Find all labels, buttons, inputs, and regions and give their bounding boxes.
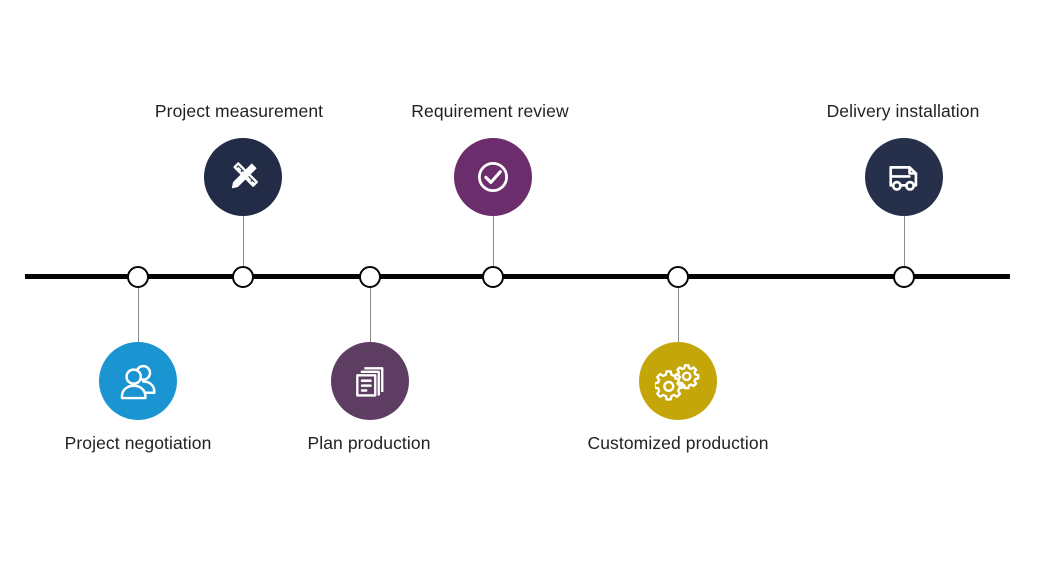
- delivery-truck-icon: [882, 155, 926, 199]
- step-label-project-measurement: Project measurement: [154, 101, 324, 121]
- timeline-marker-delivery-installation[interactable]: [893, 266, 915, 288]
- connector-plan-production: [370, 278, 371, 342]
- timeline-marker-customized-production[interactable]: [667, 266, 689, 288]
- step-label-project-negotiation: Project negotiation: [64, 433, 212, 453]
- icon-bubble-delivery-installation[interactable]: [865, 138, 943, 216]
- icon-bubble-customized-production[interactable]: [639, 342, 717, 420]
- step-label-requirement-review: Requirement review: [411, 101, 569, 121]
- check-circle-icon: [470, 154, 516, 200]
- gears-icon: [655, 358, 701, 404]
- connector-customized-production: [678, 278, 679, 342]
- step-label-customized-production: Customized production: [587, 433, 769, 453]
- timeline-axis: [25, 274, 1010, 279]
- pencil-ruler-icon: [221, 155, 265, 199]
- icon-bubble-project-measurement[interactable]: [204, 138, 282, 216]
- step-label-delivery-installation: Delivery installation: [826, 101, 980, 121]
- connector-project-measurement: [243, 216, 244, 278]
- connector-project-negotiation: [138, 278, 139, 342]
- step-label-plan-production: Plan production: [307, 433, 431, 453]
- icon-bubble-plan-production[interactable]: [331, 342, 409, 420]
- timeline-marker-requirement-review[interactable]: [482, 266, 504, 288]
- documents-stack-icon: [349, 360, 391, 402]
- connector-delivery-installation: [904, 216, 905, 278]
- connector-requirement-review: [493, 216, 494, 278]
- timeline-marker-plan-production[interactable]: [359, 266, 381, 288]
- icon-bubble-requirement-review[interactable]: [454, 138, 532, 216]
- icon-bubble-project-negotiation[interactable]: [99, 342, 177, 420]
- timeline-marker-project-negotiation[interactable]: [127, 266, 149, 288]
- users-group-icon: [115, 358, 161, 404]
- timeline-marker-project-measurement[interactable]: [232, 266, 254, 288]
